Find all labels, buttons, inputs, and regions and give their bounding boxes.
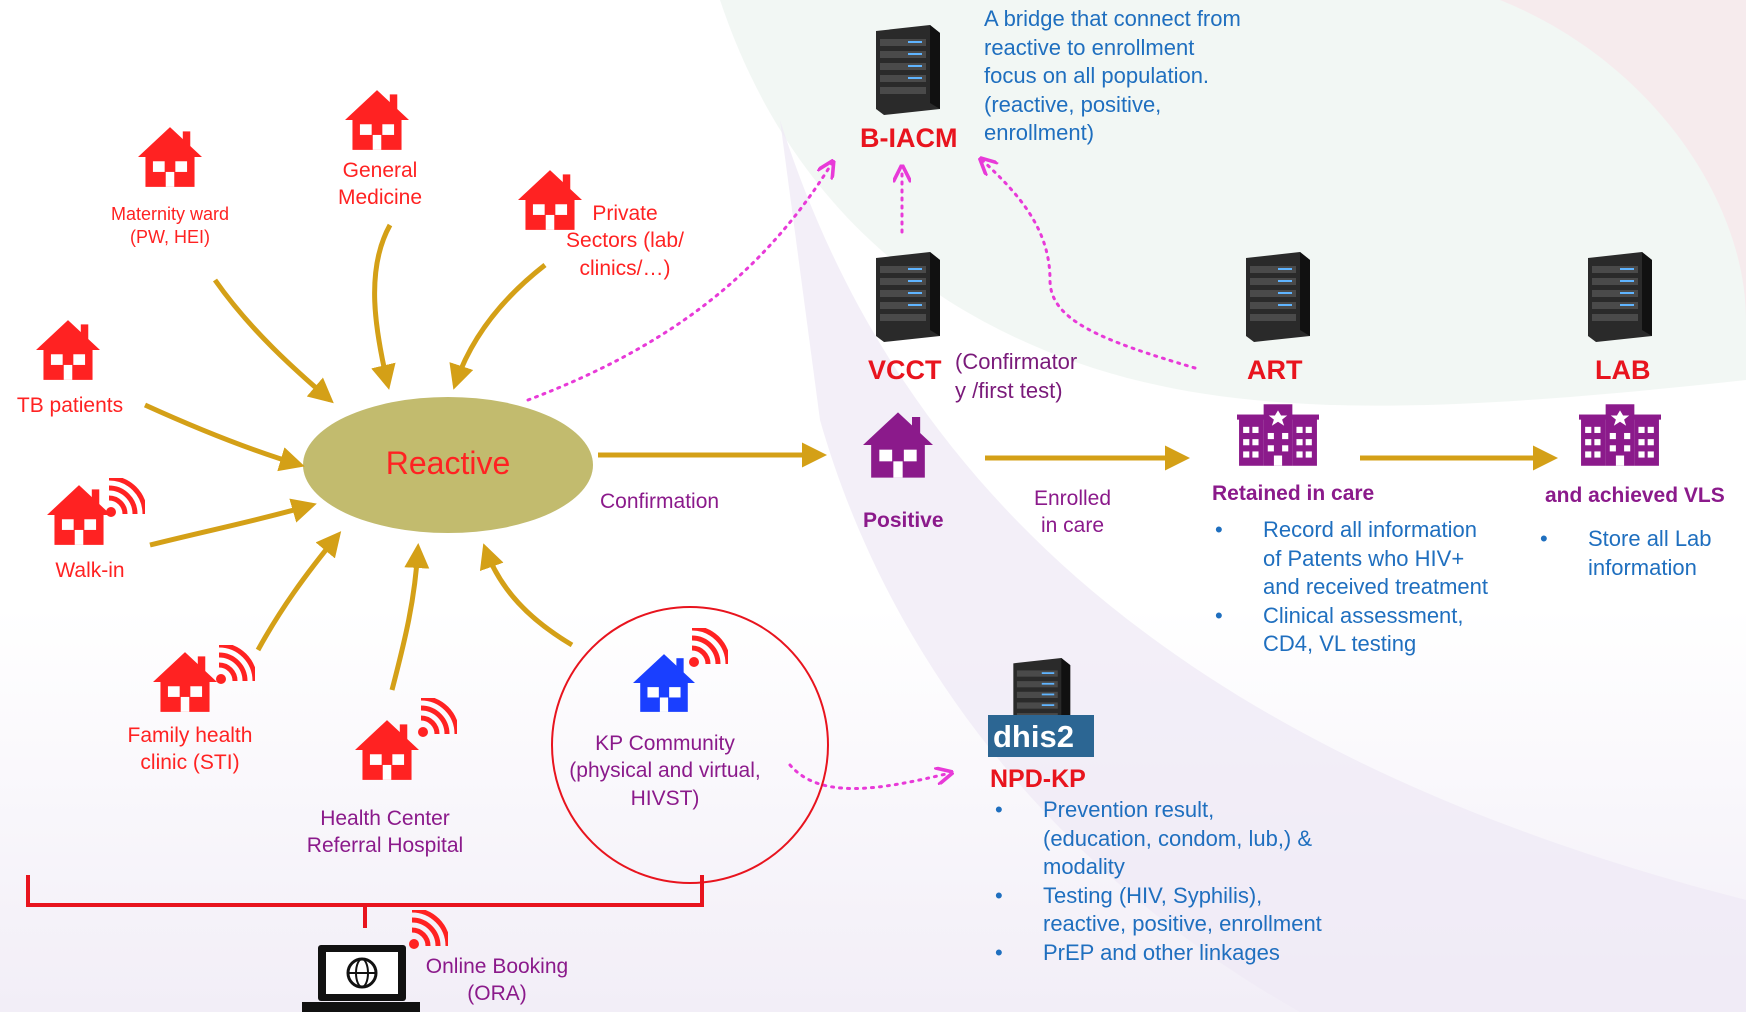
- art-hospital-icon: [1237, 404, 1319, 466]
- art-name: ART: [1247, 355, 1303, 385]
- npd-bullet: Testing (HIV, Syphilis), reactive, posit…: [995, 882, 1325, 939]
- tb-house-icon: [36, 320, 100, 380]
- online-booking-wifi-signal-icon: [409, 910, 448, 949]
- kp-community-house-icon: [633, 654, 695, 712]
- online-booking-label: Online Booking (ORA): [425, 955, 569, 1006]
- arrow-general-medicine: [371, 223, 396, 390]
- lab-server-icon: [1588, 252, 1652, 342]
- biacm-note: A bridge that connect from reactive to e…: [984, 6, 1241, 146]
- lab-status: and achieved VLS: [1545, 484, 1725, 507]
- art-bullets: Record all information of Patents who HI…: [1215, 516, 1495, 659]
- npd-bullet: PrEP and other linkages: [995, 939, 1325, 968]
- confirmation-label: Confirmation: [600, 490, 720, 513]
- npd-bullets: Prevention result, (education, condom, l…: [995, 796, 1325, 968]
- art-bullet: Record all information of Patents who HI…: [1215, 516, 1495, 602]
- kp-wifi-signal-icon: [689, 628, 728, 667]
- family-health-house-icon: [153, 652, 217, 712]
- maternity-house-icon: [138, 127, 202, 187]
- general-medicine-label: General Medicine: [337, 159, 423, 210]
- vcct-note: (Confirmator y /first test): [955, 349, 1078, 403]
- walk-in-wifi-signal-icon: [106, 478, 145, 517]
- art-server-icon: [1246, 252, 1310, 342]
- health-center-label: Health Center Referral Hospital: [306, 807, 464, 858]
- art-status: Retained in care: [1212, 482, 1375, 505]
- npd-bullet: Prevention result, (education, condom, l…: [995, 796, 1325, 882]
- health-center-house-icon: [355, 720, 419, 780]
- vcct-positive-house-icon: [863, 412, 933, 478]
- health-center-wifi-signal-icon: [418, 698, 457, 737]
- kp-community-label: KP Community (physical and virtual, HIVS…: [569, 732, 761, 810]
- general-medicine-house-icon: [345, 90, 409, 150]
- reactive-label: Reactive: [385, 445, 511, 481]
- arrow-tb: [143, 402, 305, 472]
- biacm-server-icon: [876, 25, 940, 115]
- family-health-wifi-signal-icon: [216, 645, 255, 684]
- maternity-label: Maternity ward (PW, HEI): [110, 204, 230, 248]
- dotted-art-to-biacm: [982, 160, 1197, 370]
- arrow-maternity: [212, 278, 334, 404]
- arrow-kp-community: [479, 543, 574, 648]
- npd-name: NPD-KP: [990, 765, 1086, 793]
- arrow-private: [449, 263, 547, 390]
- dhis2-logo: dhis2: [988, 715, 1094, 757]
- kp-community-circle: [551, 606, 829, 884]
- vcct-server-icon: [876, 252, 940, 342]
- arrow-health-center: [389, 543, 430, 691]
- dhis2-logo-text: dhis2: [993, 719, 1074, 754]
- dotted-reactive-to-biacm: [526, 163, 832, 402]
- private-label: Private Sectors (lab/ clinics/…): [566, 202, 684, 280]
- arrow-family-health: [255, 531, 342, 652]
- family-health-label: Family health clinic (STI): [127, 724, 253, 775]
- online-booking-bracket: [26, 875, 704, 928]
- lab-hospital-icon: [1579, 404, 1661, 466]
- art-bullet: Clinical assessment, CD4, VL testing: [1215, 602, 1495, 659]
- biacm-name: B-IACM: [860, 123, 958, 153]
- lab-bullet: Store all Lab information: [1540, 525, 1740, 582]
- tb-label: TB patients: [16, 394, 124, 417]
- enrolled-label: Enrolled in care: [1033, 487, 1112, 538]
- lab-bullets: Store all Lab information: [1540, 525, 1740, 582]
- dotted-kp-to-npd: [788, 763, 950, 790]
- arrow-walk-in: [149, 498, 317, 548]
- vcct-status: Positive: [863, 509, 944, 532]
- vcct-name: VCCT: [868, 355, 942, 385]
- lab-name: LAB: [1595, 355, 1651, 385]
- laptop-globe-icon: [302, 945, 420, 1012]
- walk-in-label: Walk-in: [55, 559, 125, 582]
- walk-in-house-icon: [47, 485, 111, 545]
- reactive-ellipse: [303, 397, 593, 533]
